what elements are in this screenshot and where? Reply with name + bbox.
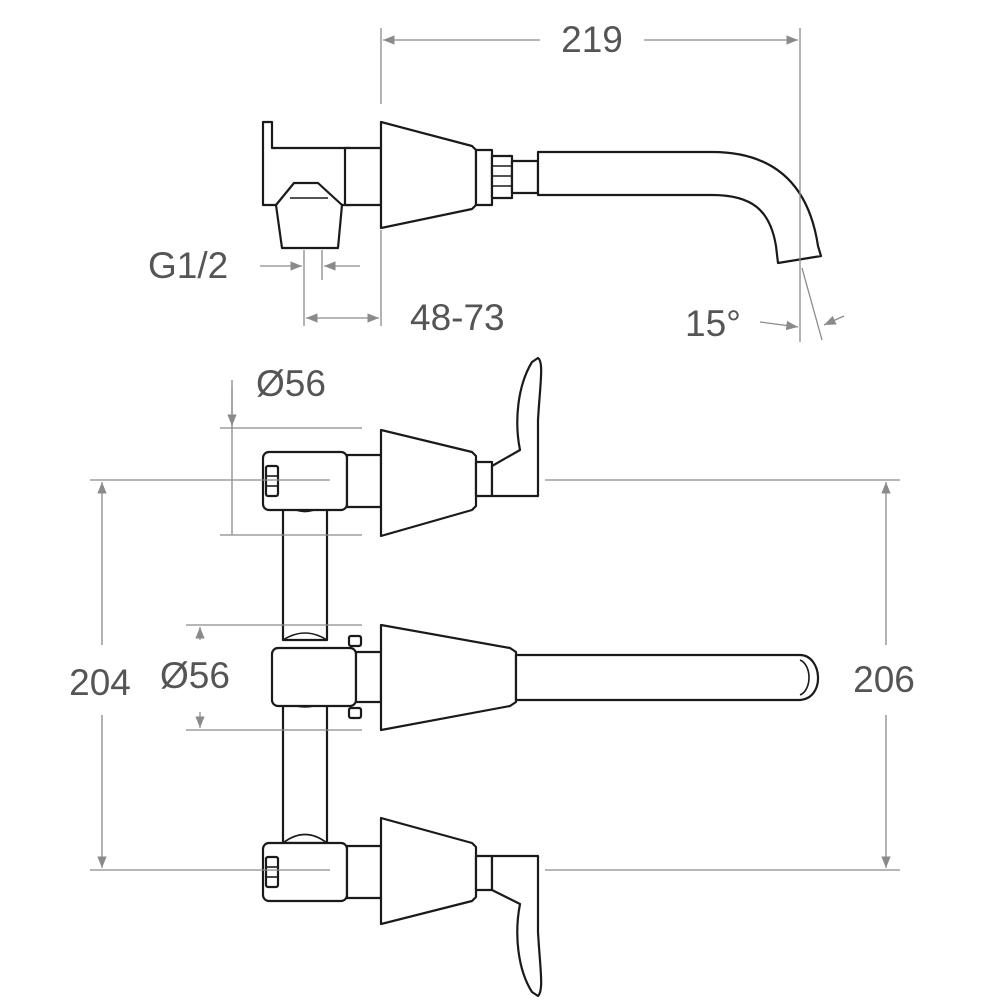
top-valve-lever-handle — [490, 356, 543, 498]
front-view — [261, 356, 820, 998]
center-mount-block — [270, 646, 358, 708]
center-spout — [270, 623, 820, 732]
top-valve-flared-body — [379, 428, 478, 538]
lower-connecting-pipe — [281, 698, 329, 845]
bottom-valve-flared-body — [379, 816, 478, 926]
inlet-thread-label: G1/2 — [148, 245, 228, 286]
bottom-valve — [261, 816, 543, 998]
center-spout-arm — [514, 653, 820, 702]
front-dimensions: Ø56 Ø56 204 206 — [69, 363, 915, 871]
spout-length-label: 219 — [561, 19, 623, 60]
handle-spacing-label: 204 — [69, 662, 131, 703]
bottom-valve-lever-handle — [490, 854, 543, 998]
side-spout — [536, 150, 823, 265]
center-rosette-diameter-label: Ø56 — [160, 655, 230, 696]
side-body-sleeve — [343, 146, 383, 207]
center-flared-body — [379, 623, 518, 732]
side-view — [261, 120, 823, 265]
wall-depth-label: 48-73 — [410, 297, 505, 338]
side-inlet-fitting — [274, 181, 344, 250]
top-rosette-diameter-label: Ø56 — [256, 363, 326, 404]
upper-connecting-pipe — [281, 501, 329, 642]
spout-angle-label: 15° — [685, 303, 741, 344]
top-valve — [261, 356, 543, 538]
side-dimensions: 219 G1/2 48-73 15° — [148, 19, 845, 344]
side-flared-body — [379, 120, 478, 230]
overall-height-label: 206 — [853, 659, 915, 700]
side-knurled-collar — [490, 154, 514, 200]
